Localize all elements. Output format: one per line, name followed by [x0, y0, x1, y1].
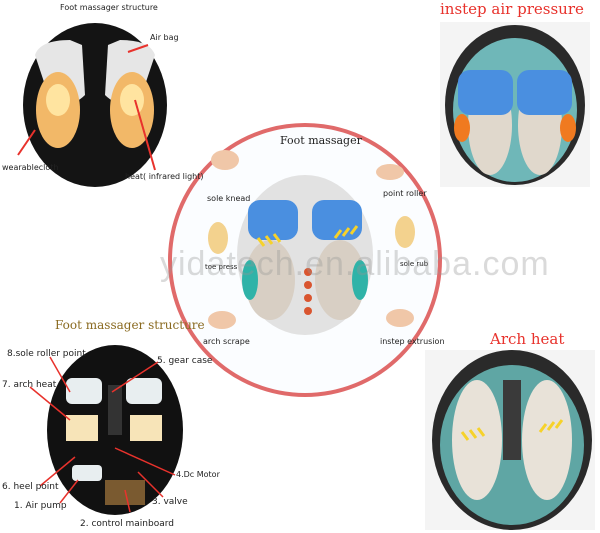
wearable-cloth-label: wearablecloth: [2, 163, 59, 172]
top-left-device-image: [17, 23, 167, 187]
part-dc-motor: 4.Dc Motor: [176, 470, 220, 479]
part-gear-case: 5. gear case: [157, 356, 213, 366]
bottom-left-title: Foot massager structure: [55, 318, 205, 332]
part-valve: 3. valve: [152, 497, 188, 507]
air-bag-label: Air bag: [150, 33, 179, 42]
instep-air-pressure-image: [440, 22, 590, 187]
technique-sole-rub: sole rub: [400, 260, 429, 268]
technique-instep-extrusion: instep extrusion: [380, 337, 445, 346]
watermark: yidatech.en.alibaba.com: [160, 245, 550, 283]
top-left-title: Foot massager structure: [60, 3, 158, 12]
heat-label: heat( infrared light): [125, 172, 204, 181]
arch-heat-title: Arch heat: [490, 330, 565, 348]
center-massager-circle: [168, 123, 442, 397]
part-control-mainboard: 2. control mainboard: [80, 519, 174, 529]
part-air-pump: 1. Air pump: [14, 501, 67, 511]
instep-air-pressure-title: instep air pressure: [440, 0, 584, 18]
technique-arch-scrape: arch scrape: [203, 337, 250, 346]
technique-sole-knead: sole knead: [207, 194, 251, 203]
center-title: Foot massager: [280, 134, 362, 147]
arch-heat-image: [425, 350, 595, 530]
structure-device-image: [29, 345, 183, 515]
technique-toe-press: toe press: [205, 263, 238, 271]
part-heel-point: 6. heel point: [2, 482, 59, 492]
part-sole-roller-point: 8.sole roller point: [7, 349, 86, 359]
technique-point-roller: point roller: [383, 189, 427, 198]
part-arch-heat: 7. arch heat: [2, 380, 57, 390]
